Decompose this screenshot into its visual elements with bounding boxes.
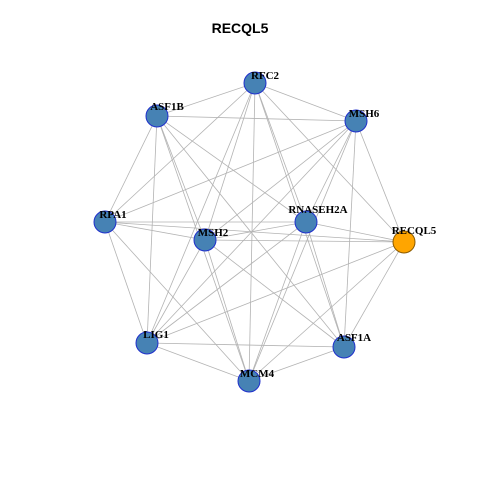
node-label-rfc2: RFC2 [251, 70, 280, 82]
node-label-msh2: MSH2 [198, 227, 229, 239]
edge-msh2-asf1a [204, 239, 345, 348]
edge-layer [104, 82, 405, 382]
edge-rfc2-msh6 [254, 82, 357, 122]
node-label-recql5: RECQL5 [392, 225, 437, 237]
node-rpa1 [93, 210, 117, 234]
edge-rnaseh2a-mcm4 [248, 221, 307, 382]
edge-msh2-recql5 [204, 239, 405, 243]
edge-msh6-recql5 [355, 120, 405, 243]
node-label-asf1a: ASF1A [337, 332, 371, 344]
edge-rfc2-rpa1 [104, 82, 256, 223]
node-recql5 [392, 230, 416, 254]
edge-lig1-asf1a [146, 342, 345, 348]
node-msh2 [193, 228, 217, 252]
node-mcm4 [237, 369, 261, 393]
edge-lig1-mcm4 [146, 342, 250, 382]
node-asf1a [332, 335, 356, 359]
edge-rpa1-mcm4 [104, 221, 250, 382]
edge-rfc2-msh2 [204, 82, 256, 241]
edge-asf1b-msh6 [156, 115, 357, 122]
figure-title: RECQL5 [211, 20, 269, 36]
node-label-rnaseh2a: RNASEH2A [288, 204, 347, 216]
edge-rfc2-recql5 [254, 82, 405, 243]
edge-msh6-rpa1 [104, 120, 357, 223]
edge-recql5-lig1 [146, 241, 405, 344]
edge-msh2-rnaseh2a [204, 221, 307, 241]
node-label-asf1b: ASF1B [150, 101, 184, 113]
node-layer [93, 71, 416, 393]
edge-recql5-asf1a [343, 241, 405, 348]
edge-rpa1-msh2 [104, 221, 206, 241]
node-label-lig1: LIG1 [143, 329, 169, 341]
edge-msh6-msh2 [204, 120, 357, 241]
node-rfc2 [243, 71, 267, 95]
node-label-mcm4: MCM4 [240, 368, 275, 380]
edge-msh6-mcm4 [248, 120, 357, 382]
edge-rpa1-recql5 [104, 221, 405, 243]
edge-recql5-mcm4 [248, 241, 405, 382]
edge-rfc2-asf1b [156, 82, 256, 117]
edge-asf1b-lig1 [146, 115, 158, 344]
edge-asf1b-rpa1 [104, 115, 158, 223]
edge-rfc2-lig1 [146, 82, 256, 344]
edge-rnaseh2a-lig1 [146, 221, 307, 344]
edge-asf1b-msh2 [156, 115, 206, 241]
edge-msh2-lig1 [146, 239, 206, 344]
edge-rnaseh2a-asf1a [305, 221, 345, 348]
edge-asf1a-mcm4 [248, 346, 345, 382]
node-lig1 [135, 331, 159, 355]
node-rnaseh2a [294, 210, 318, 234]
edge-rnaseh2a-recql5 [305, 221, 405, 243]
edge-rfc2-rnaseh2a [254, 82, 307, 223]
edge-msh6-rnaseh2a [305, 120, 357, 223]
node-label-rpa1: RPA1 [99, 209, 126, 221]
node-msh6 [344, 109, 368, 133]
edge-msh2-mcm4 [204, 239, 250, 382]
node-asf1b [145, 104, 169, 128]
edge-msh6-asf1a [343, 120, 357, 348]
edge-rpa1-lig1 [104, 221, 148, 344]
node-label-msh6: MSH6 [349, 108, 380, 120]
edge-asf1b-rnaseh2a [156, 115, 307, 223]
